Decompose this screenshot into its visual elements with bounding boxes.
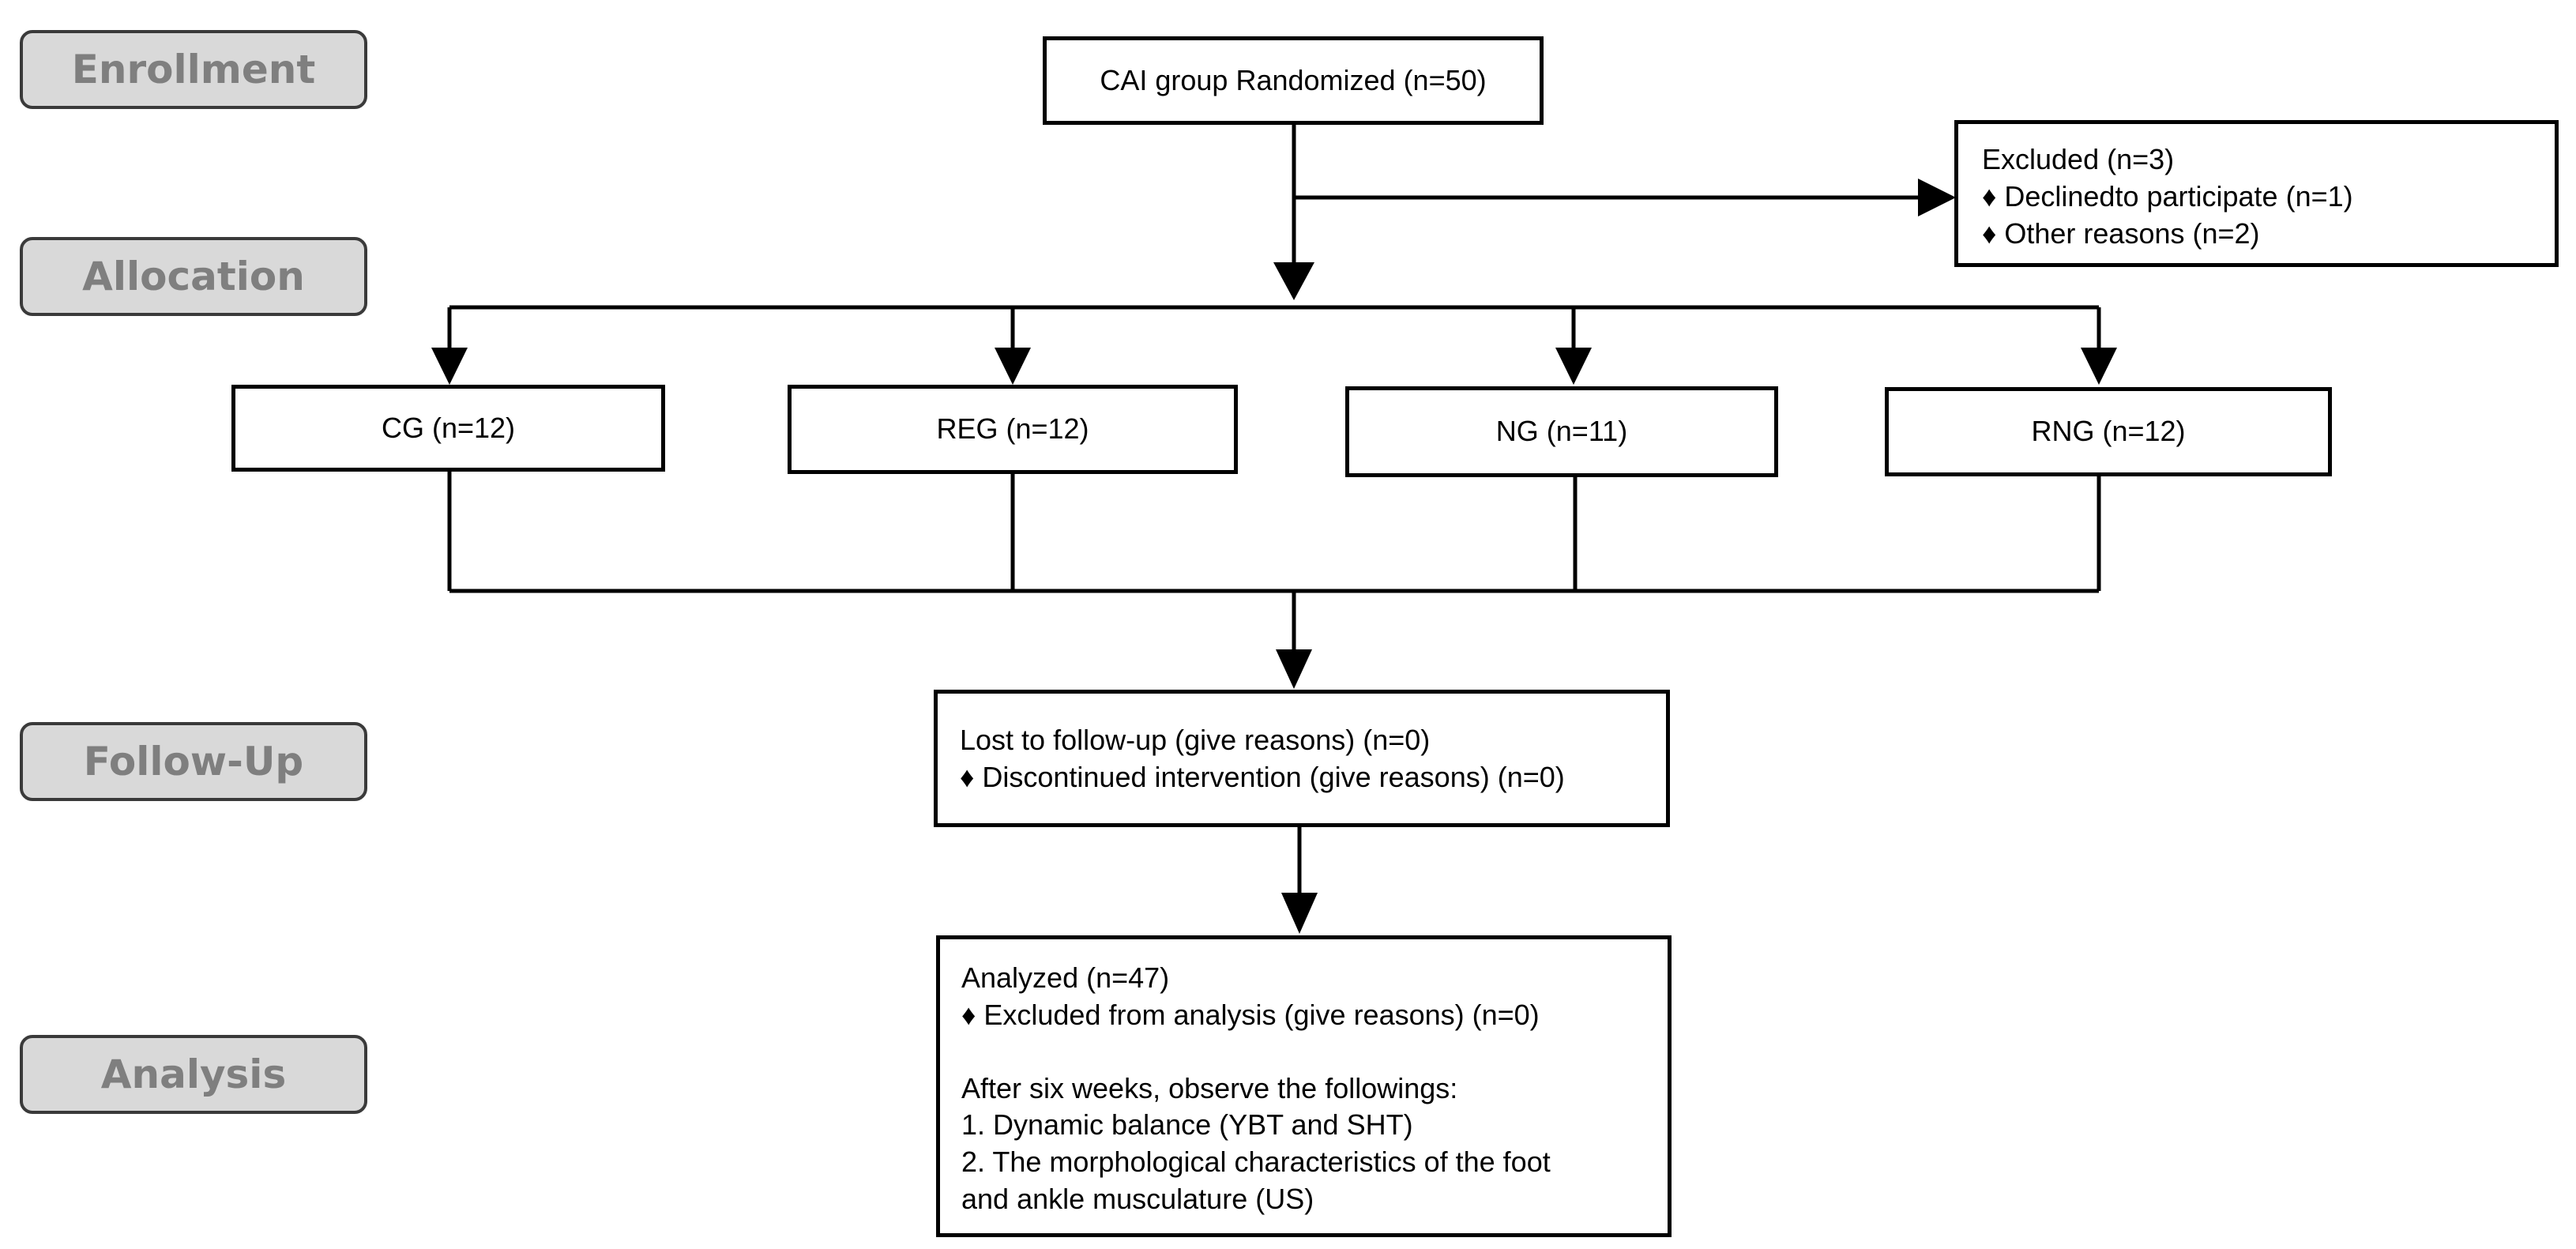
arrow-to-ng — [1555, 348, 1592, 385]
excluded-title: Excluded (n=3) — [1982, 143, 2175, 175]
excluded-item-other: ♦ Other reasons (n=2) — [1982, 216, 2260, 250]
analysis-observe-item-3: and ankle musculature (US) — [961, 1182, 1314, 1215]
stage-enrollment: Enrollment — [20, 30, 367, 109]
group-reg-label: REG (n=12) — [936, 412, 1089, 446]
group-ng-box: NG (n=11) — [1345, 386, 1778, 477]
analysis-observe-title: After six weeks, observe the followings: — [961, 1071, 1458, 1104]
group-rng-label: RNG (n=12) — [2031, 415, 2186, 448]
stage-allocation: Allocation — [20, 237, 367, 316]
arrow-to-reg — [995, 348, 1031, 385]
arrow-to-excluded — [1918, 179, 1956, 216]
group-rng-box: RNG (n=12) — [1885, 387, 2332, 476]
analysis-observe-item-2: 2. The morphological characteristics of … — [961, 1146, 1551, 1179]
arrow-to-followup — [1276, 649, 1312, 689]
analysis-box: Analyzed (n=47) ♦ Excluded from analysis… — [936, 935, 1672, 1237]
group-ng-label: NG (n=11) — [1495, 415, 1628, 448]
group-cg-box: CG (n=12) — [231, 385, 665, 472]
analysis-item-excluded: ♦ Excluded from analysis (give reasons) … — [961, 998, 1540, 1031]
arrow-to-rng — [2081, 348, 2117, 385]
randomized-label: CAI group Randomized (n=50) — [1100, 63, 1487, 96]
excluded-box: Excluded (n=3) ♦ Declinedto participate … — [1954, 120, 2559, 267]
excluded-item-declined: ♦ Declinedto participate (n=1) — [1982, 179, 2353, 213]
analysis-observe-item-1: 1. Dynamic balance (YBT and SHT) — [961, 1108, 1413, 1142]
stage-follow-up: Follow-Up — [20, 722, 367, 801]
analysis-title: Analyzed (n=47) — [961, 961, 1170, 994]
arrow-to-cg — [431, 348, 468, 385]
randomized-box: CAI group Randomized (n=50) — [1043, 36, 1544, 125]
followup-box: Lost to follow-up (give reasons) (n=0) ♦… — [934, 690, 1670, 827]
arrow-to-allocation-bar — [1273, 262, 1314, 300]
arrow-to-analysis — [1281, 893, 1318, 934]
group-cg-label: CG (n=12) — [381, 411, 516, 444]
stage-analysis: Analysis — [20, 1035, 367, 1114]
followup-title: Lost to follow-up (give reasons) (n=0) — [960, 724, 1431, 756]
followup-item-discontinued: ♦ Discontinued intervention (give reason… — [960, 760, 1565, 793]
group-reg-box: REG (n=12) — [788, 385, 1238, 474]
